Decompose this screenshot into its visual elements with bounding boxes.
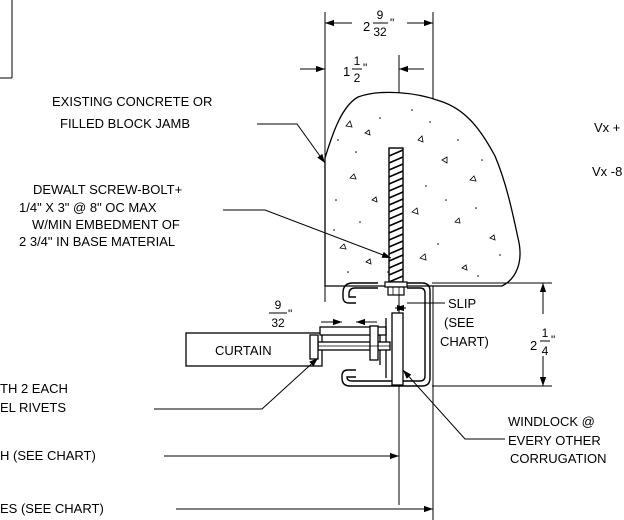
chart-ref-label-1: H (SEE CHART) <box>0 448 96 463</box>
height-dim-whole: 2 <box>530 338 537 353</box>
windlock-label-line3: CORRUGATION <box>510 451 607 466</box>
gap-dim-unit: " <box>288 307 292 321</box>
concrete-stipple <box>333 109 501 277</box>
concrete-aggregate-marks <box>339 120 496 271</box>
slip-label-line1: SLIP <box>448 296 476 311</box>
windlock-label-line2: EVERY OTHER <box>508 433 601 448</box>
embed-dim-whole: 1 <box>343 64 350 79</box>
height-dim-numerator: 1 <box>542 326 549 340</box>
bolt-label-line4: 2 3/4" IN BASE MATERIAL <box>19 234 175 249</box>
top-dim-denominator: 32 <box>373 25 387 39</box>
jamb-label-line1: EXISTING CONCRETE OR <box>52 94 212 109</box>
embed-dim-unit: " <box>363 61 367 75</box>
top-dim-unit: " <box>390 16 394 30</box>
screw-bolt <box>384 147 408 296</box>
vx-minus-label: Vx -8 <box>592 164 622 179</box>
chart-ref-label-2: ES (SEE CHART) <box>0 501 104 516</box>
rivets-label-line1: TH 2 EACH <box>0 381 68 396</box>
slip-dimension <box>395 302 445 312</box>
embed-dim-denominator: 2 <box>354 71 361 85</box>
curtain-slat <box>185 332 323 367</box>
rivets-leader <box>154 357 319 410</box>
bolt-head <box>387 286 405 296</box>
gap-dim-numerator: 9 <box>275 298 282 312</box>
height-dim-unit: " <box>551 333 555 347</box>
curtain-label: CURTAIN <box>215 343 272 358</box>
bolt-label-line2: 1/4" X 3" @ 8" OC MAX <box>19 200 157 215</box>
embed-dimension: 1 1 2 " <box>300 54 424 85</box>
height-dimension: 2 1 4 " <box>432 282 555 387</box>
concrete-jamb <box>324 91 521 287</box>
height-dim-denominator: 4 <box>542 344 549 358</box>
jamb-label-line2: FILLED BLOCK JAMB <box>60 116 190 131</box>
bolt-label-line1: DEWALT SCREW-BOLT+ <box>33 182 182 197</box>
windlock-label-line1: WINDLOCK @ <box>508 414 595 429</box>
jamb-leader <box>257 123 326 164</box>
slip-label-line2: (SEE <box>444 315 475 330</box>
windlock-leader <box>402 369 505 440</box>
embed-dim-numerator: 1 <box>354 54 361 68</box>
top-dim-whole: 2 <box>363 19 370 34</box>
gap-dimension: 9 32 " <box>269 298 377 330</box>
bolt-label-line3: W/MIN EMBEDMENT OF <box>32 217 180 232</box>
bolt-leader <box>223 209 392 259</box>
guide-channel <box>341 282 431 387</box>
vx-plus-label: Vx + <box>594 120 620 135</box>
rivets-label-line2: EL RIVETS <box>0 400 66 415</box>
screw-threads <box>388 149 404 283</box>
top-dim-numerator: 9 <box>377 8 384 22</box>
slip-label-line3: CHART) <box>440 334 489 349</box>
top-dimension: 2 9 32 " <box>325 8 433 39</box>
bolt-washer <box>384 281 408 288</box>
gap-dim-denominator: 32 <box>271 316 285 330</box>
